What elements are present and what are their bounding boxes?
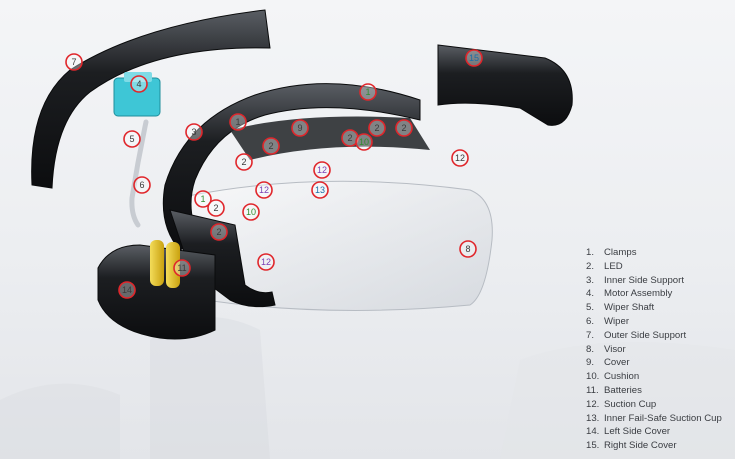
callout-cushion: 10 [355,133,373,151]
callout-led: 2 [395,119,413,137]
cover-part [230,116,430,160]
svg-text:3: 3 [191,127,196,137]
callout-led: 2 [262,137,280,155]
svg-text:1: 1 [235,117,240,127]
legend-item: 8.Visor [586,343,626,355]
callout-motor-assembly: 4 [130,75,148,93]
callout-clamps: 1 [359,83,377,101]
callout-wiper: 6 [133,176,151,194]
callout-clamps: 1 [229,113,247,131]
legend-item: 10.Cushion [586,371,640,383]
callout-right-side-cover: 15 [465,49,483,67]
svg-text:14: 14 [122,285,132,295]
svg-text:9: 9 [297,123,302,133]
callout-cushion: 10 [242,203,260,221]
left-side-cover-part [97,244,216,340]
callout-outer-side-support: 7 [65,53,83,71]
svg-text:1: 1 [200,194,205,204]
callout-suction-cup: 12 [451,149,469,167]
svg-text:2: 2 [401,123,406,133]
front-bracket-part [169,209,276,308]
batteries-part [150,240,180,288]
callout-suction-cup: 12 [257,253,275,271]
legend-item: 14.Left Side Cover [586,426,671,438]
svg-text:6: 6 [139,180,144,190]
svg-text:15: 15 [469,53,479,63]
svg-text:5: 5 [129,134,134,144]
svg-text:7: 7 [71,57,76,67]
svg-text:12: 12 [261,257,271,267]
legend-item: 11.Batteries [586,384,642,396]
svg-text:12: 12 [317,165,327,175]
svg-text:4: 4 [136,79,141,89]
legend-item: 5.Wiper Shaft [586,302,655,314]
callout-visor: 8 [459,240,477,258]
svg-text:2: 2 [213,203,218,213]
svg-text:12: 12 [259,185,269,195]
callout-led: 2 [210,223,228,241]
parts-legend: 1.Clamps 2.LED 3.Inner Side Support 4.Mo… [586,246,734,453]
background-reflections [0,317,735,459]
legend-item: 13.Inner Fail-Safe Suction Cup [586,412,722,424]
legend-item: 7.Outer Side Support [586,329,687,341]
callout-inner-side-support: 3 [185,123,203,141]
right-side-cover-part [437,44,573,126]
callout-suction-cup: 12 [255,181,273,199]
callout-batteries: 11 [173,259,191,277]
callout-led: 2 [341,129,359,147]
callout-clamps: 1 [194,190,212,208]
callout-wiper-shaft: 5 [123,130,141,148]
svg-text:10: 10 [359,137,369,147]
wiper-shaft-part [129,119,149,228]
callout-led: 2 [207,199,225,217]
legend-item: 4.Motor Assembly [586,288,673,300]
callout-led: 2 [235,153,253,171]
legend-item: 9.Cover [586,357,630,369]
svg-text:1: 1 [365,87,370,97]
legend-item: 6.Wiper [586,315,630,327]
callout-inner-fail-safe-suction-cup: 13 [311,181,329,199]
svg-text:13: 13 [315,185,325,195]
legend-item: 15.Right Side Cover [586,440,677,452]
legend-item: 1.Clamps [586,247,637,258]
svg-text:12: 12 [455,153,465,163]
outer-side-support-part [31,9,271,189]
svg-text:2: 2 [374,123,379,133]
motor-assembly-part [113,72,161,117]
svg-text:11: 11 [177,263,186,273]
svg-text:2: 2 [268,141,273,151]
callouts-layer: 7 4 5 6 3 1 1 1 9 2 2 2 2 2 2 2 10 10 12… [65,49,483,299]
svg-text:8: 8 [465,244,470,254]
callout-suction-cup: 12 [313,161,331,179]
legend-item: 3.Inner Side Support [586,274,685,286]
legend-item: 2.LED [586,260,623,272]
svg-text:2: 2 [347,133,352,143]
svg-text:2: 2 [216,227,221,237]
legend-item: 12.Suction Cup [586,398,657,410]
svg-text:2: 2 [241,157,246,167]
callout-cover: 9 [291,119,309,137]
svg-text:10: 10 [246,207,256,217]
callout-left-side-cover: 14 [118,281,136,299]
callout-led: 2 [368,119,386,137]
